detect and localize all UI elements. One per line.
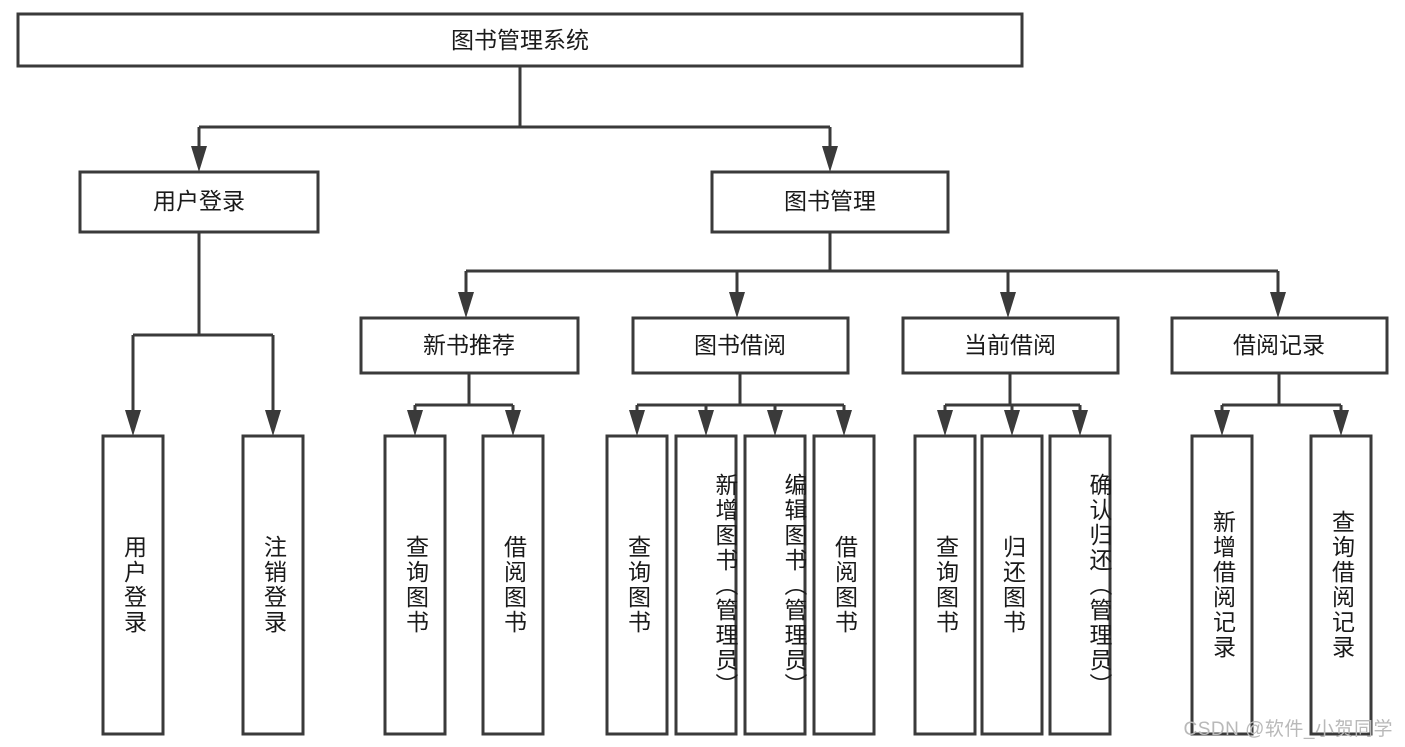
csdn-watermark: CSDN @软件_小贺同学 [1183,719,1393,740]
node-leaf-borrow-query-box[interactable] [605,434,669,736]
node-book-borrow-label: 图书借阅 [694,332,786,358]
arrow-borrow-leaf-4 [836,410,852,436]
node-leaf-user-login-box[interactable] [101,434,165,736]
arrow-borrow-leaf-1 [629,410,645,436]
node-borrow-record-label: 借阅记录 [1233,332,1325,358]
arrow-level3-3 [1000,292,1016,318]
node-book-management-box[interactable] [710,170,950,234]
node-leaf-borrow-lend-box[interactable] [812,434,876,736]
node-leaf-recommend-borrow-box[interactable] [481,434,545,736]
node-current-borrow-box[interactable] [901,316,1120,375]
arrow-record-leaf-2 [1333,410,1349,436]
node-leaf-current-query-box[interactable] [913,434,977,736]
arrow-level2-2 [822,146,838,172]
node-new-book-recommend-box[interactable] [359,316,580,375]
arrow-recommend-leaf-2 [505,410,521,436]
arrow-record-leaf-1 [1214,410,1230,436]
node-leaf-record-add-box[interactable] [1190,434,1254,736]
node-leaf-logout-box[interactable] [241,434,305,736]
arrow-current-leaf-1 [937,410,953,436]
node-borrow-record-box[interactable] [1170,316,1389,375]
arrow-level2-1 [191,146,207,172]
arrow-level3-2 [729,292,745,318]
arrow-current-leaf-2 [1004,410,1020,436]
node-root-label: 图书管理系统 [451,27,589,53]
node-leaf-current-confirm-box[interactable] [1048,434,1112,736]
node-leaf-current-return-box[interactable] [980,434,1044,736]
arrow-borrow-leaf-2 [698,410,714,436]
node-leaf-borrow-edit-box[interactable] [743,434,807,736]
arrow-level3-1 [458,292,474,318]
node-book-borrow-box[interactable] [631,316,850,375]
node-root-box[interactable] [16,12,1024,68]
node-current-borrow-label: 当前借阅 [964,332,1056,358]
arrow-user-login-leaf-1 [125,410,141,436]
node-user-login-label: 用户登录 [153,188,245,214]
node-leaf-record-query-box[interactable] [1309,434,1373,736]
node-new-book-recommend-label: 新书推荐 [423,332,515,358]
node-book-management-label: 图书管理 [784,188,876,214]
arrow-current-leaf-3 [1072,410,1088,436]
node-leaf-recommend-query-box[interactable] [383,434,447,736]
arrow-user-login-leaf-2 [265,410,281,436]
arrow-recommend-leaf-1 [407,410,423,436]
arrow-level3-4 [1270,292,1286,318]
arrow-borrow-leaf-3 [767,410,783,436]
node-leaf-borrow-add-box[interactable] [674,434,738,736]
